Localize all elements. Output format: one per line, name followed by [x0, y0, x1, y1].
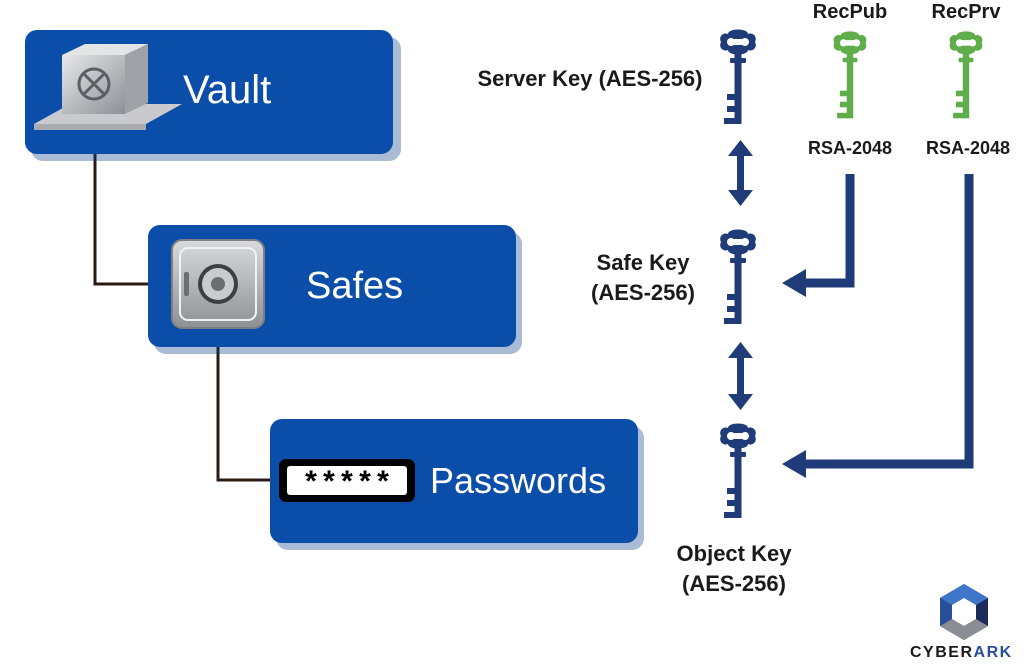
object-key-label-line1: Object Key: [677, 541, 793, 566]
recprv-title: RecPrv: [932, 1, 1002, 23]
vault-label: Vault: [183, 68, 271, 112]
safes-box: Safes: [148, 225, 522, 354]
safes-to-passwords-connector: [216, 345, 272, 482]
password-field-icon: *****: [279, 459, 415, 502]
safe-key-label-line2: (AES-256): [591, 280, 695, 305]
recprv-to-object-key-arrow: [782, 174, 974, 478]
passwords-box: ***** Passwords: [270, 419, 644, 550]
safe-object-arrow: [728, 342, 753, 410]
server-safe-arrow: [728, 140, 753, 206]
server-key-icon: [720, 29, 756, 124]
recprv-algorithm: RSA-2048: [926, 138, 1010, 158]
safes-label: Safes: [306, 265, 403, 307]
cyberark-logo: CYBERARK: [910, 584, 1013, 661]
recpub-title: RecPub: [813, 1, 887, 23]
vault-box-icon: [34, 44, 182, 130]
recprv-key-icon: [949, 31, 983, 119]
recpub-to-safe-key-arrow: [782, 174, 855, 297]
recpub-algorithm: RSA-2048: [808, 138, 892, 158]
server-key-label: Server Key (AES-256): [477, 66, 702, 91]
brand-name-ark: ARK: [974, 644, 1013, 661]
safe-key-icon: [720, 229, 756, 324]
vault-to-safes-connector: [93, 150, 150, 286]
brand-name-cyber: CYBER: [910, 644, 974, 661]
vault-box: Vault: [25, 30, 401, 161]
safe-key-label-line1: Safe Key: [597, 250, 691, 275]
safe-icon: [171, 239, 265, 329]
recpub-key-icon: [833, 31, 867, 119]
masked-password-text: *****: [302, 468, 392, 502]
object-key-label-line2: (AES-256): [682, 571, 786, 596]
object-key-icon: [720, 423, 756, 518]
passwords-label: Passwords: [430, 460, 606, 501]
cyberark-logo-icon: [940, 584, 988, 640]
svg-text:CYBERARK: CYBERARK: [910, 644, 1013, 661]
